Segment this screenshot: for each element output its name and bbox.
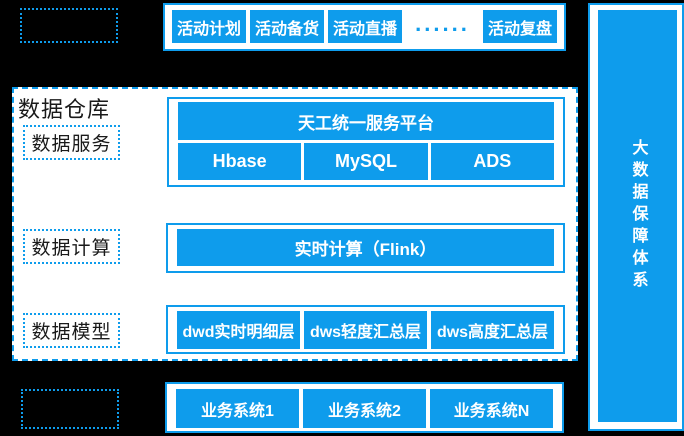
dws-light-agg-layer-box: dws轻度汇总层 (304, 311, 427, 349)
label-data-service: 数据服务 (23, 125, 120, 160)
warehouse-title: 数据仓库 (18, 97, 111, 122)
activity-stages-bar: 活动计划 活动备货 活动直播 ...... 活动复盘 (163, 3, 566, 51)
dws-high-agg-layer-box: dws高度汇总层 (431, 311, 554, 349)
stage-activity-review-box: 活动复盘 (483, 10, 557, 43)
model-layer-container: dwd实时明细层 dws轻度汇总层 dws高度汇总层 (166, 305, 565, 354)
data-warehouse-region: 数据仓库 数据服务 天工统一服务平台 Hbase MySQL ADS 数据计算 … (12, 87, 578, 361)
business-system-n-box: 业务系统N (430, 389, 553, 428)
placeholder-box-top (20, 8, 118, 43)
business-system-1-box: 业务系统1 (176, 389, 299, 428)
big-data-guard-label: 大数据保障体系 (629, 139, 647, 293)
placeholder-box-bottom (21, 389, 119, 429)
big-data-guard-panel: 大数据保障体系 (588, 3, 684, 431)
store-ads-box: ADS (430, 143, 554, 180)
store-hbase-box: Hbase (178, 143, 302, 180)
label-data-model: 数据模型 (23, 313, 120, 348)
big-data-guard-box: 大数据保障体系 (598, 10, 677, 422)
business-system-2-box: 业务系统2 (303, 389, 426, 428)
compute-layer-container: 实时计算（Flink） (166, 223, 565, 273)
ellipsis-dots-icon: ...... (415, 10, 470, 36)
service-layer-container: 天工统一服务平台 Hbase MySQL ADS (167, 97, 565, 187)
stage-activity-plan-box: 活动计划 (172, 10, 246, 43)
business-systems-bar: 业务系统1 业务系统2 业务系统N (165, 382, 564, 433)
dwd-realtime-detail-layer-box: dwd实时明细层 (177, 311, 300, 349)
service-stores-row: Hbase MySQL ADS (178, 143, 554, 180)
flink-realtime-compute-box: 实时计算（Flink） (177, 229, 554, 266)
stage-activity-live-box: 活动直播 (328, 10, 402, 43)
store-mysql-box: MySQL (304, 143, 428, 180)
unified-service-platform-box: 天工统一服务平台 (178, 102, 554, 140)
stage-activity-stock-box: 活动备货 (250, 10, 324, 43)
label-data-compute: 数据计算 (23, 229, 120, 264)
